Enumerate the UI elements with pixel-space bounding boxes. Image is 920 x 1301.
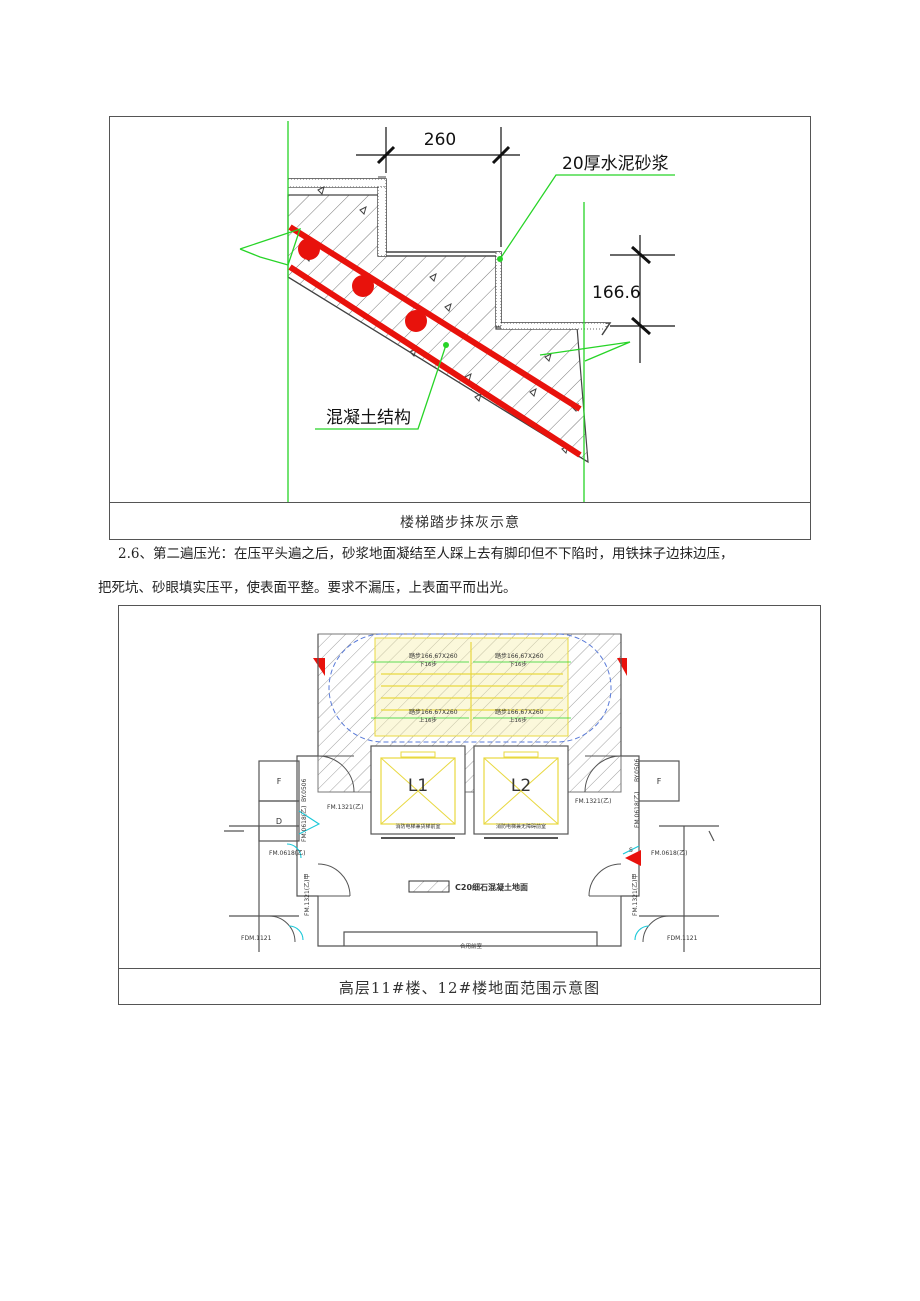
elevator-l1 (370, 745, 466, 835)
floor-plan-drawing: 踏步166.67X260 下16步 踏步166.67X260 下16步 踏步16… (119, 606, 820, 969)
paragraph-line-1: 2.6、第二遍压光：在压平头遍之后，砂浆地面凝结至人踩上去有脚印但不下陷时，用铁… (118, 546, 734, 562)
floor-plan-figure: 踏步166.67X260 下16步 踏步166.67X260 下16步 踏步16… (118, 605, 821, 1005)
stair-section-svg: 260 166.6 20厚水泥砂浆 混凝土结构 (239, 121, 675, 502)
stair-label-3: 踏步166.67X260 (409, 708, 458, 716)
stair-tread-figure: 260 166.6 20厚水泥砂浆 混凝土结构 楼梯踏步抹灰示意 (109, 116, 811, 540)
figure2-caption: 高层11#楼、12#楼地面范围示意图 (338, 978, 601, 997)
legend-swatch (408, 880, 450, 893)
stair-sublabel-3: 上16步 (419, 716, 437, 724)
door-by-vertical-right: BY.0506 (634, 758, 641, 782)
room-d: D (276, 817, 282, 826)
door-fm0618-right: FM.0618(乙) (651, 850, 688, 857)
mortar-label: 20厚水泥砂浆 (562, 154, 669, 174)
figure1-caption: 楼梯踏步抹灰示意 (400, 514, 520, 531)
stair-outline-oval (328, 633, 612, 743)
door-fm1321-vertical-right: FM.1321(乙)甲 (632, 874, 639, 917)
walls (224, 634, 719, 952)
break-lines (239, 121, 631, 502)
door-by-vertical: BY.0506 (301, 778, 308, 802)
rebar-section-2 (352, 275, 374, 297)
stair-sublabel-2: 下16步 (509, 661, 527, 668)
door-fdm-left: FDM.1121 (241, 935, 272, 942)
red-marker-left (313, 658, 325, 676)
stair-treads (381, 642, 563, 732)
stair-label-2: 踏步166.67X260 (495, 652, 544, 660)
elevator-l2-label: L2 (511, 776, 531, 796)
leader-lines (315, 174, 675, 430)
room-f-left: F (277, 777, 282, 786)
legend-text: C20细石混凝土地面 (455, 882, 528, 892)
elevator-l1-note: 消防电梯兼货梯前室 (395, 823, 440, 830)
stair-label-4: 踏步166.67X260 (495, 708, 544, 716)
dimension-260 (356, 127, 520, 247)
dimension-riser-text: 166.6 (592, 283, 641, 303)
door-fm0618-vertical-right: FM.0618(乙) (634, 792, 641, 829)
red-marker-right (617, 658, 627, 676)
cyan-door-swings (286, 810, 650, 941)
rebar-section-1 (298, 238, 320, 260)
rebar-lower (288, 264, 582, 458)
door-fm1321-left: FM.1321(乙) (327, 804, 364, 811)
door-fm1321-right: FM.1321(乙) (575, 798, 612, 805)
dimension-166 (610, 235, 675, 363)
room-s: S (629, 847, 633, 854)
door-fm1321-vertical-left: FM.1321(乙)甲 (304, 874, 311, 917)
floor-plan-svg: 踏步166.67X260 下16步 踏步166.67X260 下16步 踏步16… (224, 633, 719, 952)
door-fdm-right: FDM.1121 (667, 935, 698, 942)
stair-sublabel-4: 上16步 (509, 716, 527, 724)
elevator-l2-note: 消防电梯兼无障碍前室 (496, 823, 546, 830)
concrete-label: 混凝土结构 (326, 408, 411, 428)
door-fm0618-left: FM.0618(乙) (269, 850, 306, 857)
dimension-tread-text: 260 (424, 130, 456, 150)
stair-section-drawing: 260 166.6 20厚水泥砂浆 混凝土结构 (110, 117, 810, 503)
stair-label-1: 踏步166.67X260 (409, 652, 458, 660)
paragraph-line-2: 把死坑、砂眼填实压平，使表面平整。要求不漏压，上表面平而出光。 (98, 580, 517, 596)
doors (268, 755, 670, 943)
door-fm0618-vertical-left: FM.0618(乙) (301, 806, 308, 843)
rebar-section-3 (405, 310, 427, 332)
lobby-label: 合用前室 (460, 942, 483, 950)
room-f-right: F (657, 777, 662, 786)
elevator-l1-label: L1 (408, 776, 428, 796)
red-marker-lower-right (625, 850, 641, 866)
stair-sublabel-1: 下16步 (419, 661, 437, 668)
elevator-l2 (473, 745, 569, 835)
rebar-upper (288, 224, 582, 412)
